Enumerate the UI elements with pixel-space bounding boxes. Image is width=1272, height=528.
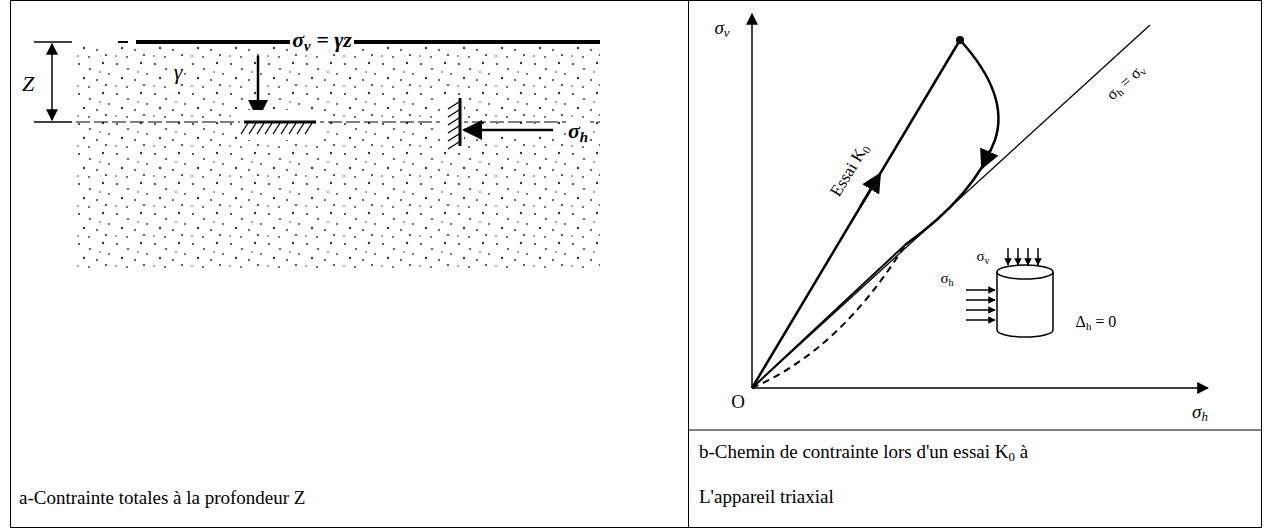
depth-line (76, 122, 600, 123)
stress-label: σh (938, 270, 955, 287)
stress-arrow (1037, 248, 1039, 265)
path-arrow (982, 150, 990, 168)
line-label: σh = σv (1102, 59, 1150, 105)
axis (751, 14, 753, 388)
triaxial-sample (997, 272, 1053, 337)
isotropic-line (752, 25, 1150, 388)
hatch-stroke (273, 123, 280, 134)
hatch-stroke (448, 102, 459, 109)
hatch-stroke (265, 123, 272, 134)
hatch-stroke (289, 123, 296, 134)
hatch-stroke (241, 123, 248, 134)
stress-label: σv = γz (290, 28, 354, 52)
plate-hatching (448, 102, 459, 149)
stress-arrow (464, 129, 553, 132)
stress-arrow (257, 56, 260, 118)
plate-ground (240, 110, 320, 140)
hatch-stroke (305, 123, 312, 134)
unit-weight-label: γ (172, 60, 185, 84)
stress-arrow (966, 309, 995, 311)
plate-ground (440, 96, 464, 148)
stress-path (752, 245, 905, 388)
vertical-plate (459, 98, 462, 146)
path-arrow (860, 174, 880, 207)
path-label: Essai K0 (826, 139, 874, 202)
axis-label: σh (1190, 402, 1210, 423)
hatch-stroke (448, 110, 459, 117)
hatch-stroke (249, 123, 256, 134)
plate-hatching (241, 123, 312, 134)
hatch-stroke (448, 118, 459, 125)
stress-path (905, 40, 998, 245)
stress-arrow (966, 299, 995, 301)
arrow-ground (462, 124, 557, 136)
hatch-stroke (448, 126, 459, 133)
dimension-label: Z (20, 72, 36, 96)
stress-arrow (1007, 248, 1009, 265)
figure-caption: a-Contrainte totales à la profondeur Z (19, 475, 659, 520)
dimension-tick (34, 41, 72, 43)
stress-arrow (1017, 248, 1019, 265)
axis-label: σv (712, 18, 731, 39)
ground-surface (136, 40, 600, 44)
stress-path (752, 40, 960, 388)
axis (752, 387, 1208, 389)
dimension-line (51, 44, 53, 120)
stress-label: σh (566, 119, 590, 143)
origin-label: O (729, 392, 747, 413)
figure-caption: b-Chemin de contrainte lors d'un essai K… (699, 429, 1039, 519)
stress-arrow (966, 289, 995, 291)
hatch-stroke (297, 123, 304, 134)
stress-arrows (966, 248, 1038, 320)
soil-stipple (76, 45, 600, 270)
table-rule (688, 430, 1261, 431)
hatch-stroke (448, 142, 459, 149)
hatch-stroke (448, 134, 459, 141)
dimension-tick (34, 121, 72, 123)
stress-label: σv (974, 248, 991, 265)
triaxial-sample (997, 265, 1053, 279)
stress-path (752, 245, 905, 388)
stress-arrow (966, 319, 995, 321)
ground-surface (118, 41, 128, 43)
stress-arrow (1027, 248, 1029, 265)
hatch-stroke (257, 123, 264, 134)
table-cell: a-Contrainte totales à la profondeur Z (10, 0, 689, 528)
hatch-stroke (281, 123, 288, 134)
condition-label: Δh = 0 (1074, 313, 1119, 331)
